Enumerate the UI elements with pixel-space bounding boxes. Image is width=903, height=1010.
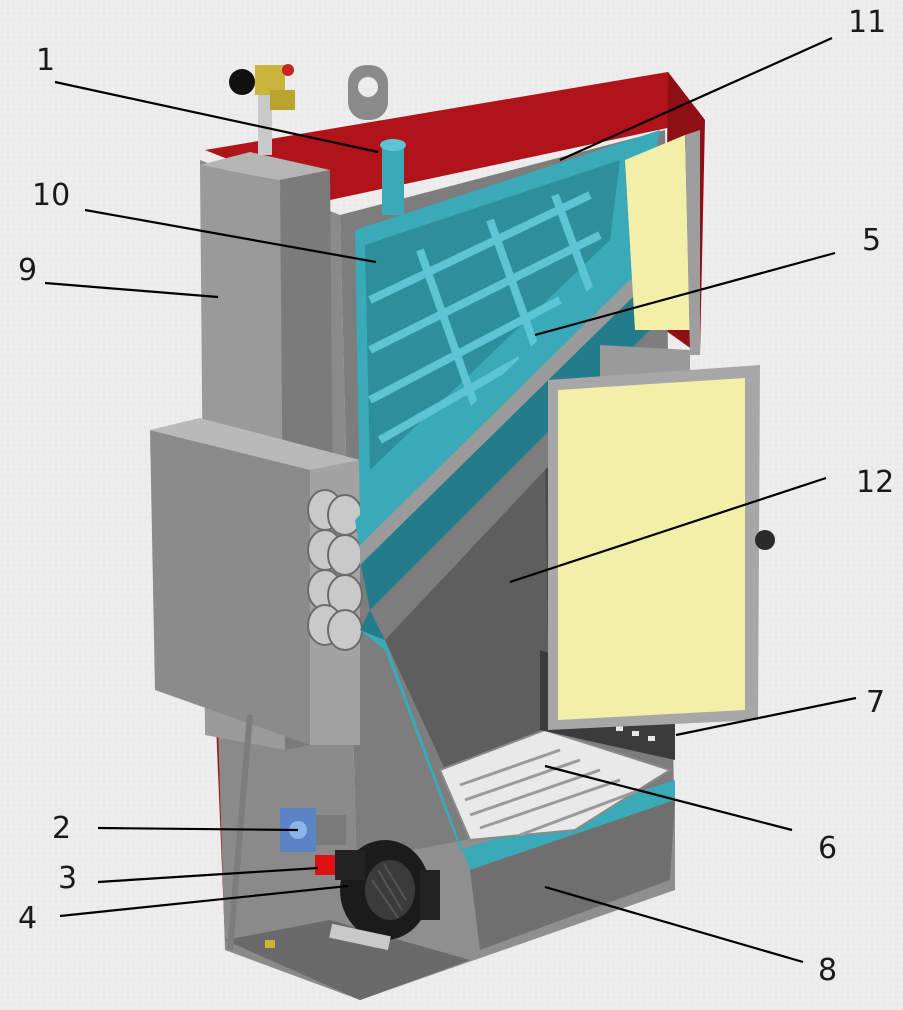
- callout-labels: 1 2 3 4 5 6 7 8 9 10 11 12: [18, 5, 894, 988]
- safety-valve-assembly: [229, 64, 295, 155]
- callout-12: 12: [856, 465, 894, 500]
- temperature-sensor: [315, 850, 365, 880]
- control-box-top: [150, 418, 360, 470]
- combustion-chamber: [385, 470, 550, 780]
- burner-fan: [340, 840, 440, 940]
- callout-2: 2: [52, 811, 71, 846]
- control-box-side: [150, 430, 310, 745]
- base-bottom: [225, 920, 470, 1000]
- grate-slots: [459, 748, 641, 837]
- callout-5: 5: [862, 223, 881, 258]
- diagonal-baffle-grey: [360, 270, 640, 565]
- red-top-casing: [205, 72, 705, 200]
- leader-2: [97, 826, 299, 832]
- callout-1: 1: [36, 43, 55, 78]
- leader-12: [509, 476, 827, 584]
- leader-5: [534, 251, 836, 337]
- callout-6: 6: [818, 831, 837, 866]
- leader-9: [44, 281, 219, 299]
- diagonal-baffle-shadow: [360, 285, 650, 610]
- callout-4: 4: [18, 901, 37, 936]
- insulation-upper: [625, 135, 690, 330]
- water-jacket-lower-edge: [360, 610, 385, 640]
- door-handle: [755, 530, 775, 550]
- leader-1: [54, 80, 379, 154]
- callout-7: 7: [866, 685, 885, 720]
- door-insulation: [558, 378, 745, 720]
- water-jacket-ribs: [368, 191, 602, 444]
- insulation-upper-frame: [685, 130, 700, 355]
- boiler-body: [150, 64, 775, 1000]
- leader-8: [544, 885, 804, 964]
- leader-10: [84, 208, 377, 264]
- exchanger-tube-ends: [307, 489, 363, 651]
- leader-3: [97, 866, 319, 884]
- callout-9: 9: [18, 253, 37, 288]
- leader-4: [59, 884, 349, 918]
- callout-11: 11: [848, 5, 886, 40]
- callout-8: 8: [818, 953, 837, 988]
- leader-11: [559, 36, 833, 162]
- leader-7: [675, 696, 857, 737]
- callout-10: 10: [32, 178, 70, 213]
- lifting-eye: [348, 65, 388, 120]
- leader-6: [544, 764, 793, 832]
- flue-column-top: [200, 152, 330, 180]
- leader-lines: [44, 36, 857, 964]
- water-jacket-upper-dark: [365, 160, 620, 470]
- supply-pipe: [380, 139, 406, 215]
- callout-3: 3: [58, 861, 77, 896]
- bottom-rod: [227, 714, 391, 951]
- ash-box: [470, 800, 675, 950]
